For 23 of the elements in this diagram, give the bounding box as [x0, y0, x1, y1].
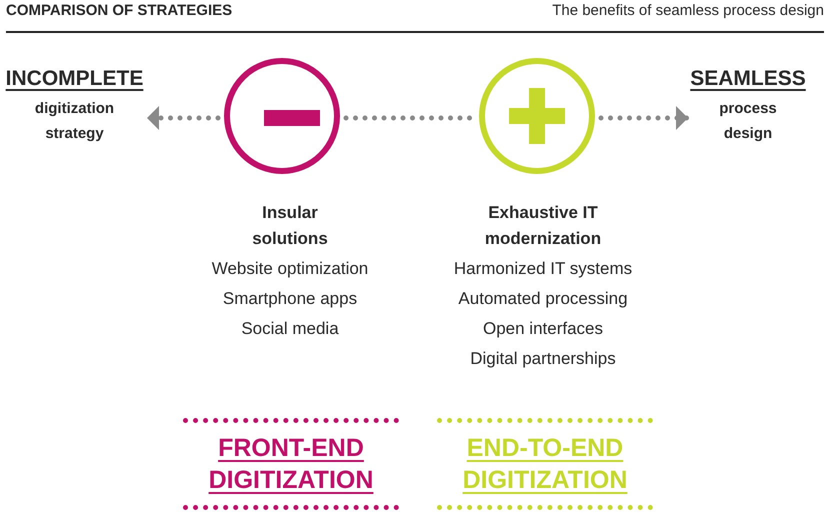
dotted-arrow: [598, 106, 690, 130]
list-item: Smartphone apps: [222, 288, 358, 310]
list-item: Harmonized IT systems: [454, 258, 632, 280]
strategy-heading: INCOMPLETE: [6, 66, 144, 92]
strategy-description: process design: [718, 99, 778, 144]
category-heading: END-TO-END DIGITIZATION: [462, 433, 628, 496]
category-heading: FRONT-END DIGITIZATION: [208, 433, 374, 496]
column-heading: Insular solutions: [251, 202, 329, 250]
column-heading: Exhaustive IT modernization: [484, 202, 602, 250]
dotted-arrow: [144, 106, 220, 130]
list-item: Open interfaces: [482, 318, 603, 340]
title: COMPARISON OF STRATEGIES: [6, 1, 232, 21]
list-item: Automated processing: [458, 288, 628, 310]
list-item: Digital partnerships: [470, 348, 616, 370]
minus-circle: [224, 58, 340, 174]
strategy-description: digitization strategy: [34, 99, 116, 144]
category-band: [437, 418, 653, 510]
category-band: [183, 418, 399, 510]
subtitle: The benefits of seamless process design: [552, 1, 824, 21]
plus-circle: [479, 58, 595, 174]
list-item: Website optimization: [212, 258, 368, 280]
list-item: Social media: [241, 318, 339, 340]
strategy-heading: SEAMLESS: [690, 66, 806, 92]
